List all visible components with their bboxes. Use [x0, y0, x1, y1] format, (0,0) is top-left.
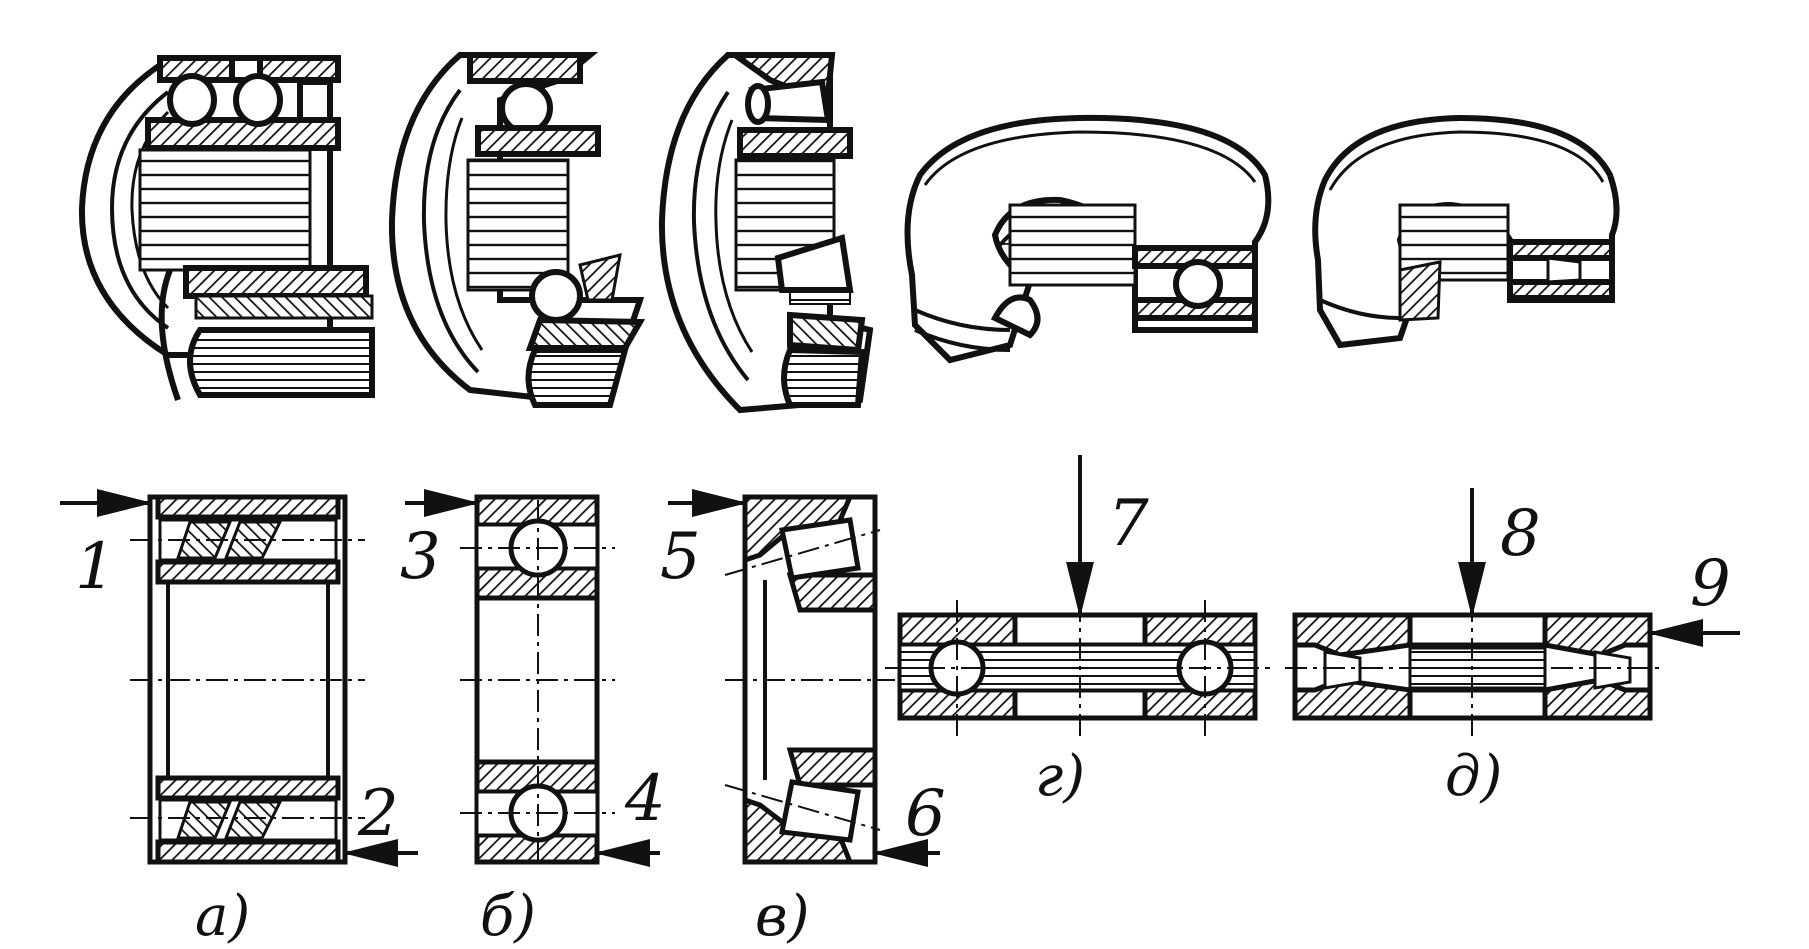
caption-a: а) — [195, 884, 250, 949]
bearing-a-centerlines — [130, 539, 365, 819]
force-label-2: 2 — [357, 777, 399, 851]
bearing-v-3d-view — [658, 52, 874, 414]
force-label-8: 8 — [1500, 497, 1541, 571]
force-label-3: 3 — [400, 520, 441, 594]
bearing-g-section — [897, 612, 1258, 721]
caption-v: в) — [755, 884, 809, 949]
force-label-9: 9 — [1690, 547, 1731, 621]
bearing-d-centerlines — [1285, 600, 1665, 740]
bearing-v-centerlines — [724, 529, 895, 831]
force-label-4: 4 — [624, 762, 666, 836]
force-label-5: 5 — [660, 520, 701, 594]
force-arrows — [60, 455, 1740, 867]
bearing-b-centerlines — [460, 500, 615, 870]
bearing-d-section — [1292, 612, 1653, 721]
bearing-g-centerlines — [885, 600, 1270, 740]
bearing-d-3d-view — [1312, 114, 1620, 349]
force-label-1: 1 — [75, 530, 116, 604]
caption-g: г) — [1035, 744, 1085, 809]
caption-b: б) — [480, 884, 536, 949]
caption-d: д) — [1445, 744, 1502, 809]
force-label-7: 7 — [1108, 487, 1149, 561]
force-label-6: 6 — [905, 777, 946, 851]
bearing-g-3d-view — [904, 114, 1272, 364]
bearing-b-3d-view — [388, 52, 646, 408]
bearing-a-3d-view — [78, 55, 375, 401]
